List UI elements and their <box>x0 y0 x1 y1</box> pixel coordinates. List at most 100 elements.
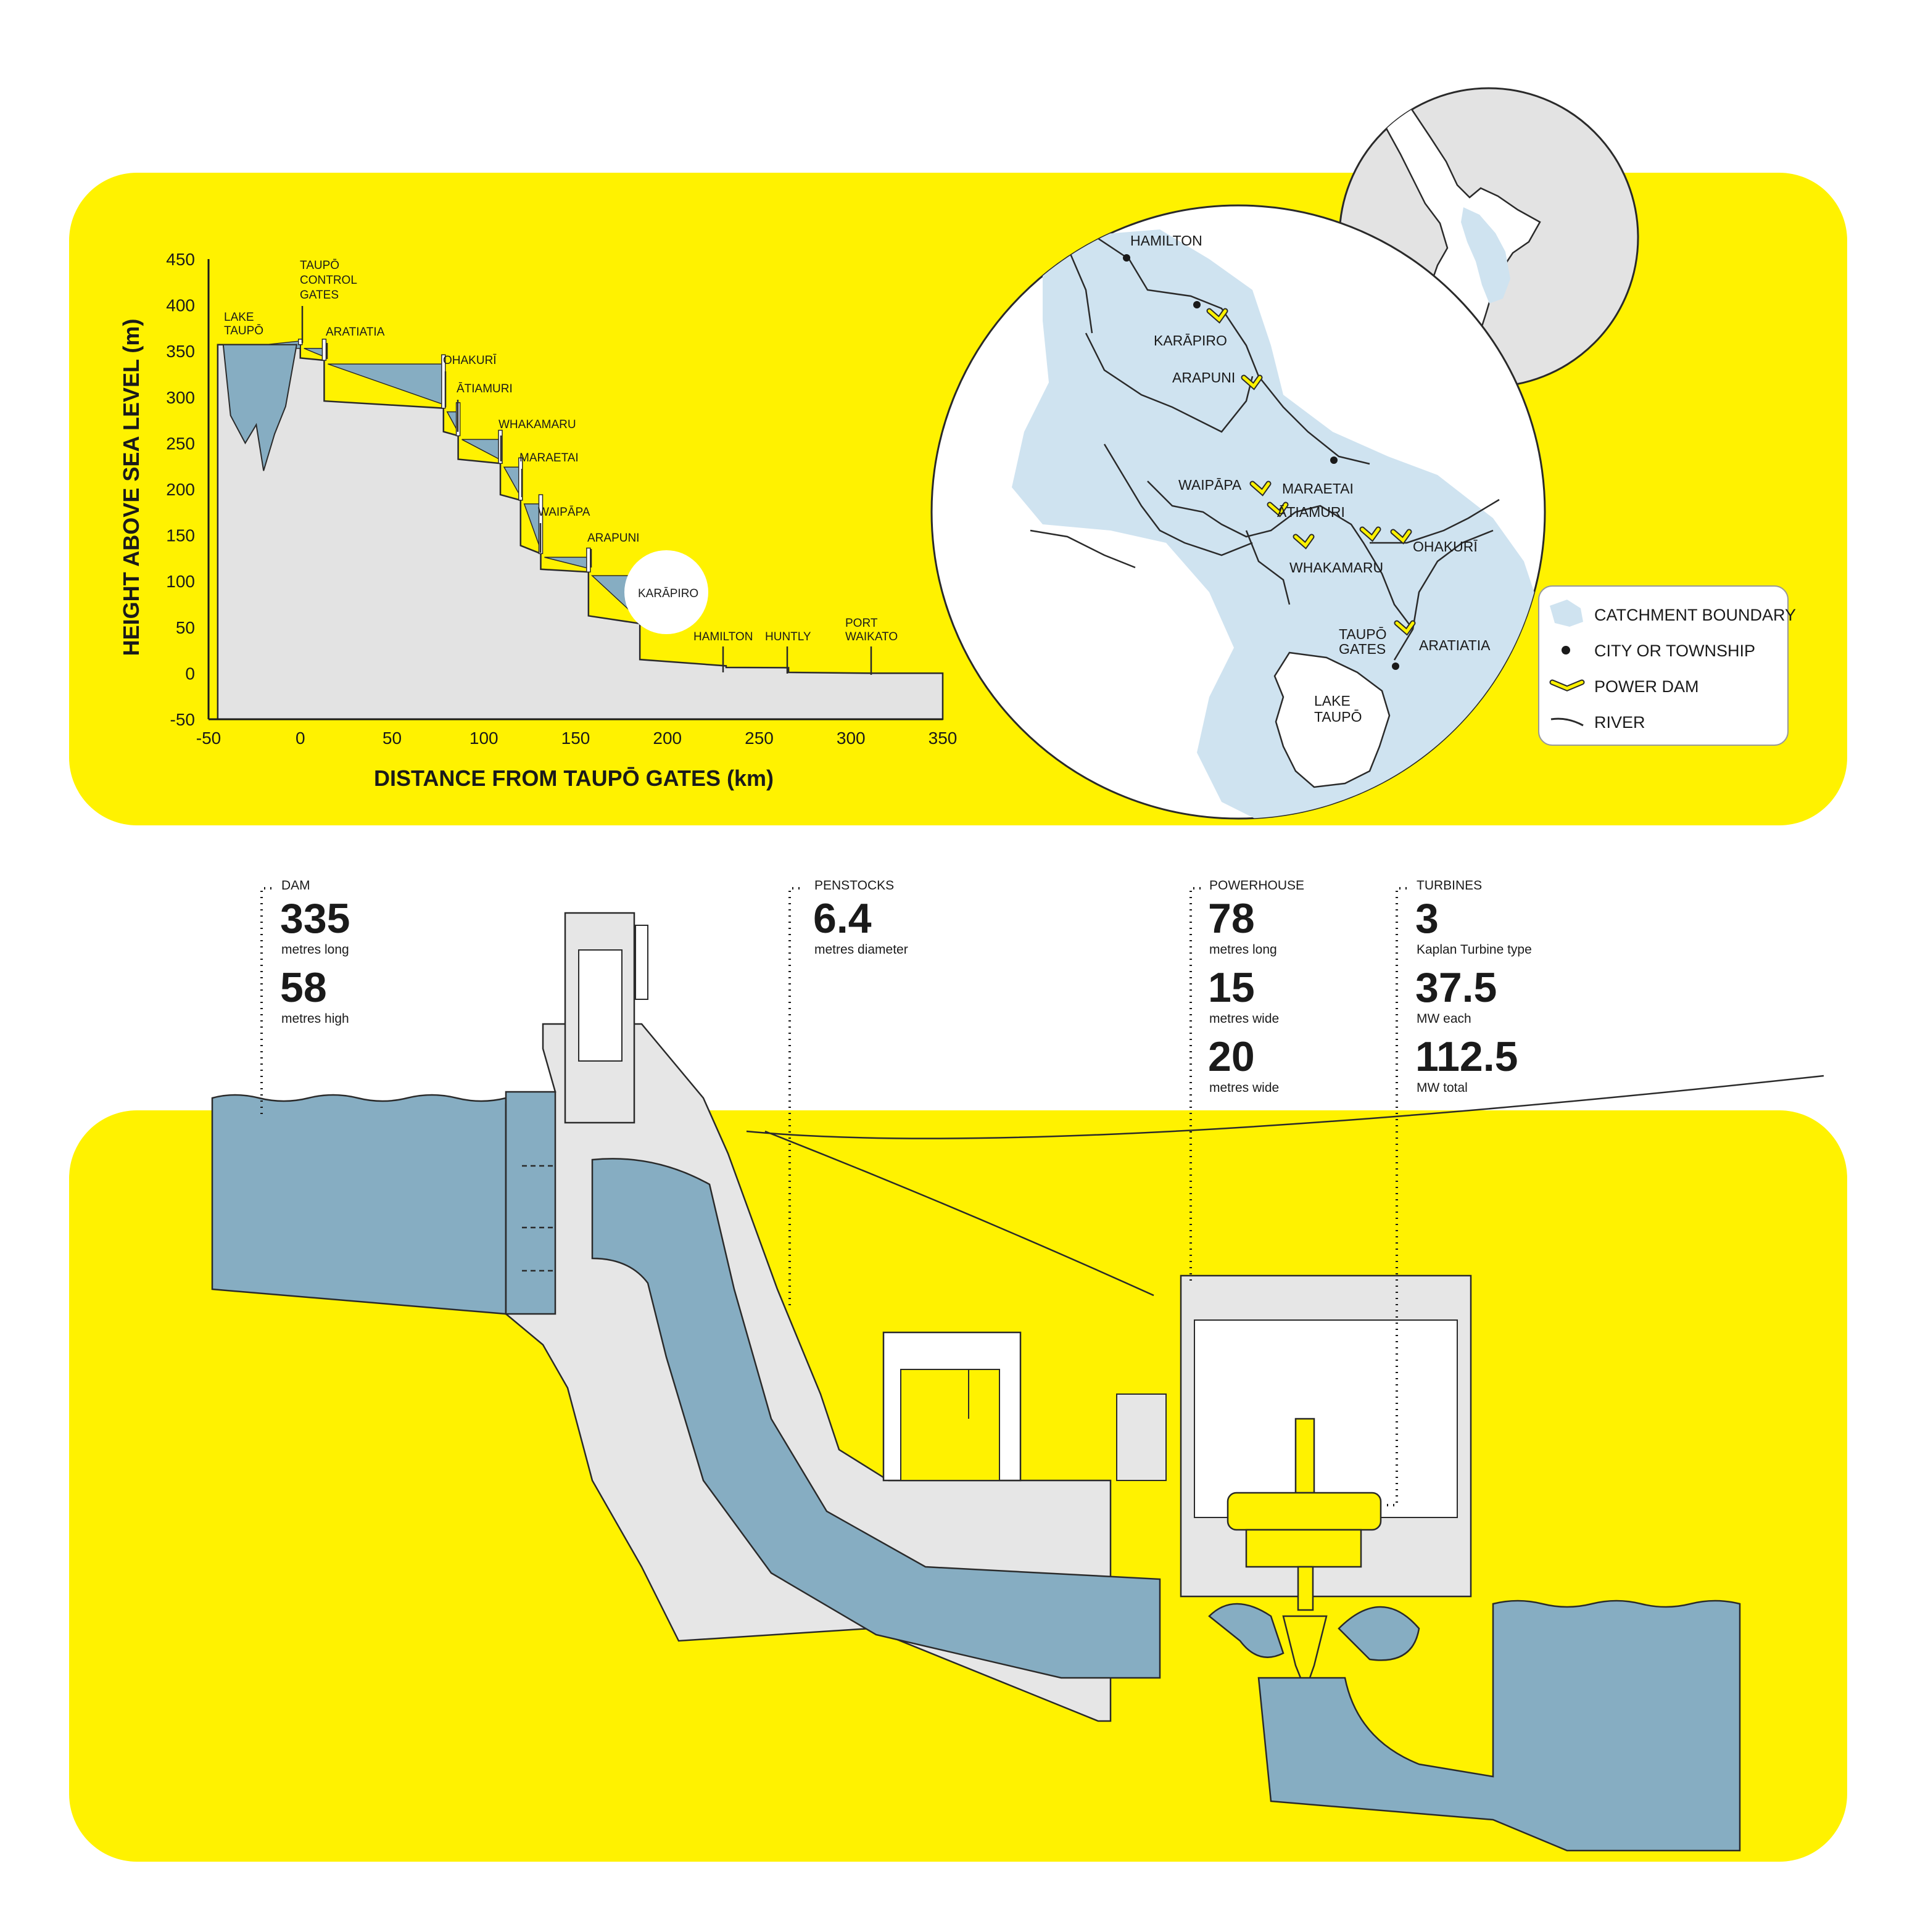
y-tick-label: 250 <box>166 434 195 453</box>
x-tick-label: -50 <box>196 729 221 748</box>
river-line-icon <box>1550 717 1584 727</box>
site-label-lake-taupo: TAUPŌ <box>224 324 263 337</box>
stat-value-dam-length: 335 <box>280 895 350 942</box>
y-axis-title: HEIGHT ABOVE SEA LEVEL (m) <box>118 319 144 656</box>
stat-value-penstock-diameter: 6.4 <box>813 895 872 942</box>
map-label-lake-taupo: TAUPŌ <box>1314 709 1362 725</box>
stat-unit-dam-length: metres long <box>281 943 349 957</box>
map-label-hamilton: HAMILTON <box>1130 233 1202 249</box>
x-tick-label: 200 <box>653 729 682 748</box>
x-tick-label: 300 <box>837 729 866 748</box>
y-tick-label: 200 <box>166 480 195 499</box>
stat-label-dam: DAM <box>281 878 310 893</box>
map-place-labels: HAMILTON KARĀPIRO ARAPUNI WAIPĀPA MARAET… <box>1130 233 1491 725</box>
y-tick-label: -50 <box>170 710 195 729</box>
site-label-gates: GATES <box>300 289 339 302</box>
x-tick-label: 250 <box>745 729 774 748</box>
map-label-maraetai: MARAETAI <box>1282 481 1354 497</box>
site-label-karapiro: KARĀPIRO <box>638 587 698 600</box>
map-label-ohakuri: OHAKURĪ <box>1413 539 1478 555</box>
tailrace-water <box>1257 1600 1741 1852</box>
stats-penstocks: PENSTOCKS 6.4 metres diameter <box>813 878 908 957</box>
stat-value-turbine-count: 3 <box>1415 895 1439 942</box>
stat-unit-dam-height: metres high <box>281 1012 349 1026</box>
y-tick-label: 400 <box>166 296 195 315</box>
stats-turbines: TURBINES 3 Kaplan Turbine type 37.5 MW e… <box>1415 878 1532 1095</box>
y-tick-label: 150 <box>166 526 195 545</box>
callout-leaders <box>260 887 1407 1506</box>
stat-unit-powerhouse-width-2: metres wide <box>1209 1081 1279 1095</box>
y-tick-label: 100 <box>166 572 195 591</box>
stat-value-powerhouse-width: 15 <box>1208 964 1255 1011</box>
legend-catchment: CATCHMENT BOUNDARY <box>1594 606 1796 624</box>
karapiro-highlight-circle <box>624 550 708 634</box>
map-label-taupo-gates: GATES <box>1339 641 1386 657</box>
x-tick-label: 100 <box>470 729 499 748</box>
scroll-case-water <box>1208 1603 1420 1661</box>
y-tick-label: 300 <box>166 388 195 407</box>
lake-taupo-shape <box>1273 651 1391 788</box>
stats-powerhouse: POWERHOUSE 78 metres long 15 metres wide… <box>1208 878 1304 1095</box>
x-tick-label: 150 <box>561 729 590 748</box>
lake-taupo-basin <box>222 344 297 471</box>
map-label-lake-taupo: LAKE <box>1314 693 1351 709</box>
dam-cross-section <box>211 912 1824 1852</box>
site-label-aratiatia: ARATIATIA <box>326 326 385 339</box>
stat-value-powerhouse-width-2: 20 <box>1208 1033 1255 1080</box>
terrain-profile <box>217 344 944 720</box>
x-axis-title: DISTANCE FROM TAUPŌ GATES (km) <box>374 766 774 791</box>
site-label-maraetai: MARAETAI <box>519 452 579 464</box>
site-label-hamilton: HAMILTON <box>693 630 753 643</box>
site-label-gates: CONTROL <box>300 274 357 287</box>
catchment-swatch-icon <box>1550 600 1583 627</box>
map-label-aratiatia: ARATIATIA <box>1419 637 1491 653</box>
dam-wall-mark <box>321 339 327 361</box>
map-label-karapiro: KARĀPIRO <box>1154 332 1227 349</box>
stat-unit-turbine-type: Kaplan Turbine type <box>1417 943 1532 957</box>
stat-unit-penstock-diameter: metres diameter <box>814 943 908 957</box>
y-tick-label: 50 <box>176 618 195 637</box>
map-label-taupo-gates: TAUPŌ <box>1339 626 1387 642</box>
map-label-whakamaru: WHAKAMARU <box>1289 559 1383 576</box>
stats-dam: DAM 335 metres long 58 metres high <box>280 878 350 1026</box>
intake-screens <box>505 1091 556 1315</box>
dam-wall-mark <box>586 547 591 573</box>
profile-plot-area <box>217 339 944 720</box>
site-label-lake-taupo: LAKE <box>224 311 254 324</box>
stat-value-dam-height: 58 <box>280 964 327 1011</box>
stat-unit-turbine-each: MW each <box>1417 1012 1471 1026</box>
y-tick-label: 350 <box>166 342 195 361</box>
stat-label-powerhouse: POWERHOUSE <box>1209 878 1304 893</box>
site-label-port-waikato: PORT <box>845 617 878 630</box>
north-island-catchment <box>1461 207 1510 303</box>
penstock-water <box>591 1158 1161 1679</box>
site-label-arapuni: ARAPUNI <box>587 532 639 545</box>
transmission-line <box>746 1075 1824 1139</box>
x-tick-label: 50 <box>383 729 402 748</box>
map-label-atiamuri: ĀTIAMURI <box>1277 504 1345 520</box>
site-label-whakamaru: WHAKAMARU <box>499 418 576 431</box>
y-tick-label: 0 <box>185 664 195 683</box>
city-dot-icon <box>1562 646 1570 654</box>
stat-unit-powerhouse-length: metres long <box>1209 943 1277 957</box>
stat-value-turbine-total: 112.5 <box>1415 1033 1518 1080</box>
rivers <box>1030 233 1500 661</box>
stat-label-turbines: TURBINES <box>1417 878 1482 893</box>
catchment-map: HAMILTON KARĀPIRO ARAPUNI WAIPĀPA MARAET… <box>930 204 1546 820</box>
x-tick-label: 350 <box>929 729 958 748</box>
intake-tower <box>564 912 648 1124</box>
site-label-ohakuri: OHAKURĪ <box>443 354 497 367</box>
stat-label-penstocks: PENSTOCKS <box>814 878 894 893</box>
stat-value-turbine-each: 37.5 <box>1415 964 1497 1011</box>
catchment-area <box>1012 229 1542 819</box>
site-label-atiamuri: ĀTIAMURI <box>457 382 513 395</box>
legend-river: RIVER <box>1594 713 1645 732</box>
legend-city: CITY OR TOWNSHIP <box>1594 642 1755 660</box>
map-legend: CATCHMENT BOUNDARY CITY OR TOWNSHIP POWE… <box>1538 585 1796 746</box>
legend-dam: POWER DAM <box>1594 677 1699 696</box>
reservoir-water <box>211 1094 507 1315</box>
